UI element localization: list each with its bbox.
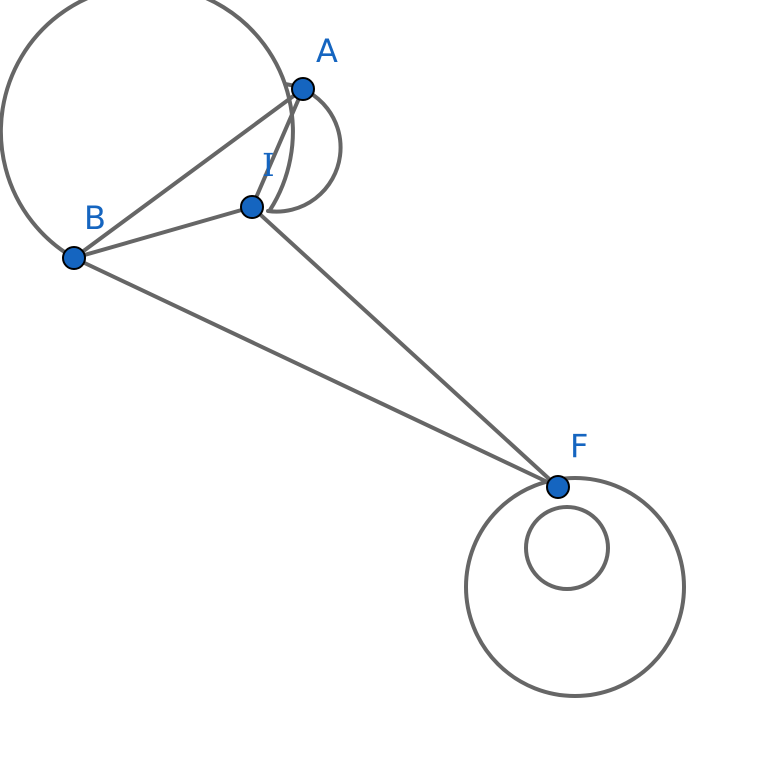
- segment-bf: [72, 256, 560, 489]
- large-arc-upper-left: [0, 0, 295, 260]
- label-a: A: [316, 32, 338, 70]
- segment-ab: [72, 87, 305, 260]
- point-a[interactable]: [291, 77, 315, 101]
- segment-bi: [72, 205, 254, 260]
- label-i: I: [262, 146, 275, 184]
- segment-ai: [250, 87, 305, 209]
- point-b[interactable]: [62, 246, 86, 270]
- small-circle-near-f: [524, 505, 610, 591]
- label-f: F: [570, 427, 588, 465]
- label-b: B: [84, 199, 106, 237]
- segment-if: [250, 205, 560, 489]
- large-circle-near-f: [464, 476, 686, 698]
- point-i[interactable]: [240, 195, 264, 219]
- point-f[interactable]: [546, 475, 570, 499]
